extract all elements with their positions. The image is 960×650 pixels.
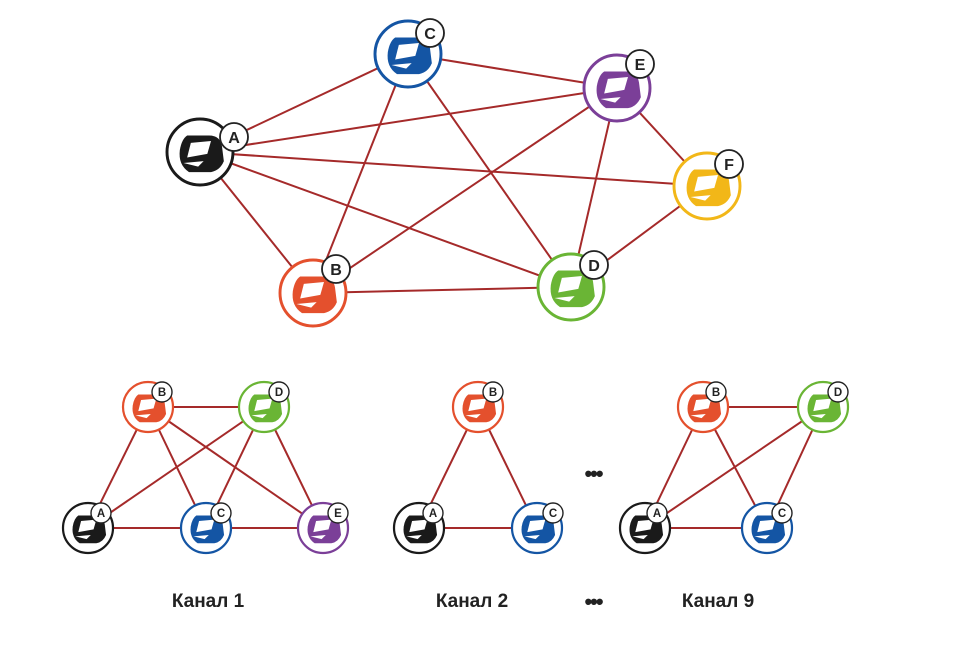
node-letter: C (424, 25, 436, 43)
channel-1-label: Канал 1 (172, 591, 245, 612)
node-badge (422, 502, 444, 524)
channel-2-nodes: B A C (392, 380, 564, 555)
node-letter: D (588, 257, 600, 275)
node-badge (210, 502, 232, 524)
channel-1-node-e: E (296, 501, 350, 555)
node-badge (714, 149, 744, 179)
channel-2-label: Канал 2 (436, 591, 508, 612)
channel-1-nodes: B D A C E (61, 380, 350, 555)
helmet-icon (179, 135, 224, 173)
channel-1-link-d-a (87, 406, 265, 529)
node-letter: E (334, 508, 342, 520)
mesh-link-c-e (407, 53, 618, 89)
mesh-link-e-b (312, 87, 618, 294)
node-letter: A (228, 129, 240, 147)
channel-2-group: B A C Канал 2 (392, 380, 564, 612)
node-badge (268, 381, 290, 403)
channel-ellipsis-label: ••• (584, 589, 602, 614)
helmet-icon (550, 270, 595, 308)
node-letter: A (97, 508, 105, 520)
channel-1-node-d: D (237, 380, 291, 434)
mesh-nodes: A B C D E F (165, 18, 744, 328)
helmet-icon (190, 515, 225, 544)
channel-9-nodes: B D A C (618, 380, 850, 555)
node-letter: B (158, 387, 166, 399)
node-badge (90, 502, 112, 524)
channel-2-node-c: C (510, 501, 564, 555)
node-badge (625, 49, 655, 79)
channel-3-link-d-a (644, 406, 824, 529)
channel-2-node-b: B (451, 380, 505, 434)
node-letter: C (778, 508, 786, 520)
node-badge (321, 254, 351, 284)
node-badge (219, 122, 249, 152)
node-letter: D (834, 387, 842, 399)
channel-9-links (644, 406, 824, 529)
node-badge (542, 502, 564, 524)
mesh-link-a-e (199, 87, 618, 153)
node-badge (482, 381, 504, 403)
mesh-node-c: C (373, 18, 445, 89)
channel-3-node-b: B (676, 380, 730, 434)
channel-9-label: Канал 9 (682, 591, 754, 612)
node-letter: A (429, 508, 437, 520)
node-letter: C (217, 508, 225, 520)
mesh-link-a-f (199, 151, 708, 187)
helmet-icon (686, 169, 731, 207)
node-badge (579, 250, 609, 280)
node-letter: B (330, 261, 342, 279)
mesh-node-a: A (165, 117, 249, 187)
helmet-icon (751, 515, 786, 544)
main-mesh-network: A B C D E F (165, 18, 744, 328)
helmet-icon (307, 515, 342, 544)
mesh-node-d: D (536, 250, 609, 322)
node-badge (646, 502, 668, 524)
node-badge (771, 502, 793, 524)
node-badge (415, 18, 445, 48)
helmet-icon (521, 515, 556, 544)
helmet-icon (462, 394, 497, 423)
helmet-icon (248, 394, 283, 423)
node-badge (705, 381, 727, 403)
node-letter: B (712, 387, 720, 399)
mesh-link-a-d (199, 151, 572, 288)
channel-3-node-c: C (740, 501, 794, 555)
channel-1-node-a: A (61, 501, 115, 555)
channel-3-node-a: A (618, 501, 672, 555)
mesh-node-f: F (672, 149, 744, 221)
node-badge (151, 381, 173, 403)
mesh-node-b: B (278, 254, 351, 328)
mesh-link-c-b (312, 53, 409, 294)
helmet-icon (292, 276, 337, 314)
node-badge (827, 381, 849, 403)
node-letter: B (489, 387, 497, 399)
mesh-node-e: E (582, 49, 655, 123)
node-letter: E (635, 56, 646, 74)
channel-3-node-d: D (796, 380, 850, 434)
mesh-link-b-d (312, 286, 572, 294)
channel-2-node-a: A (392, 501, 446, 555)
helmet-icon (596, 71, 641, 109)
channel-1-node-c: C (179, 501, 233, 555)
mesh-link-c-d (407, 53, 572, 288)
node-letter: D (275, 387, 283, 399)
helmet-icon (807, 394, 842, 423)
channel-ellipsis-diagram: ••• (584, 461, 602, 486)
channel-1-group: B D A C E Канал 1 (61, 380, 350, 612)
node-badge (327, 502, 349, 524)
channel-1-node-b: B (121, 380, 175, 434)
node-letter: F (724, 156, 734, 174)
node-letter: A (653, 508, 661, 520)
node-letter: C (549, 508, 557, 520)
helmet-icon (387, 37, 432, 75)
channel-9-group: B D A C Канал 9 (618, 380, 850, 612)
